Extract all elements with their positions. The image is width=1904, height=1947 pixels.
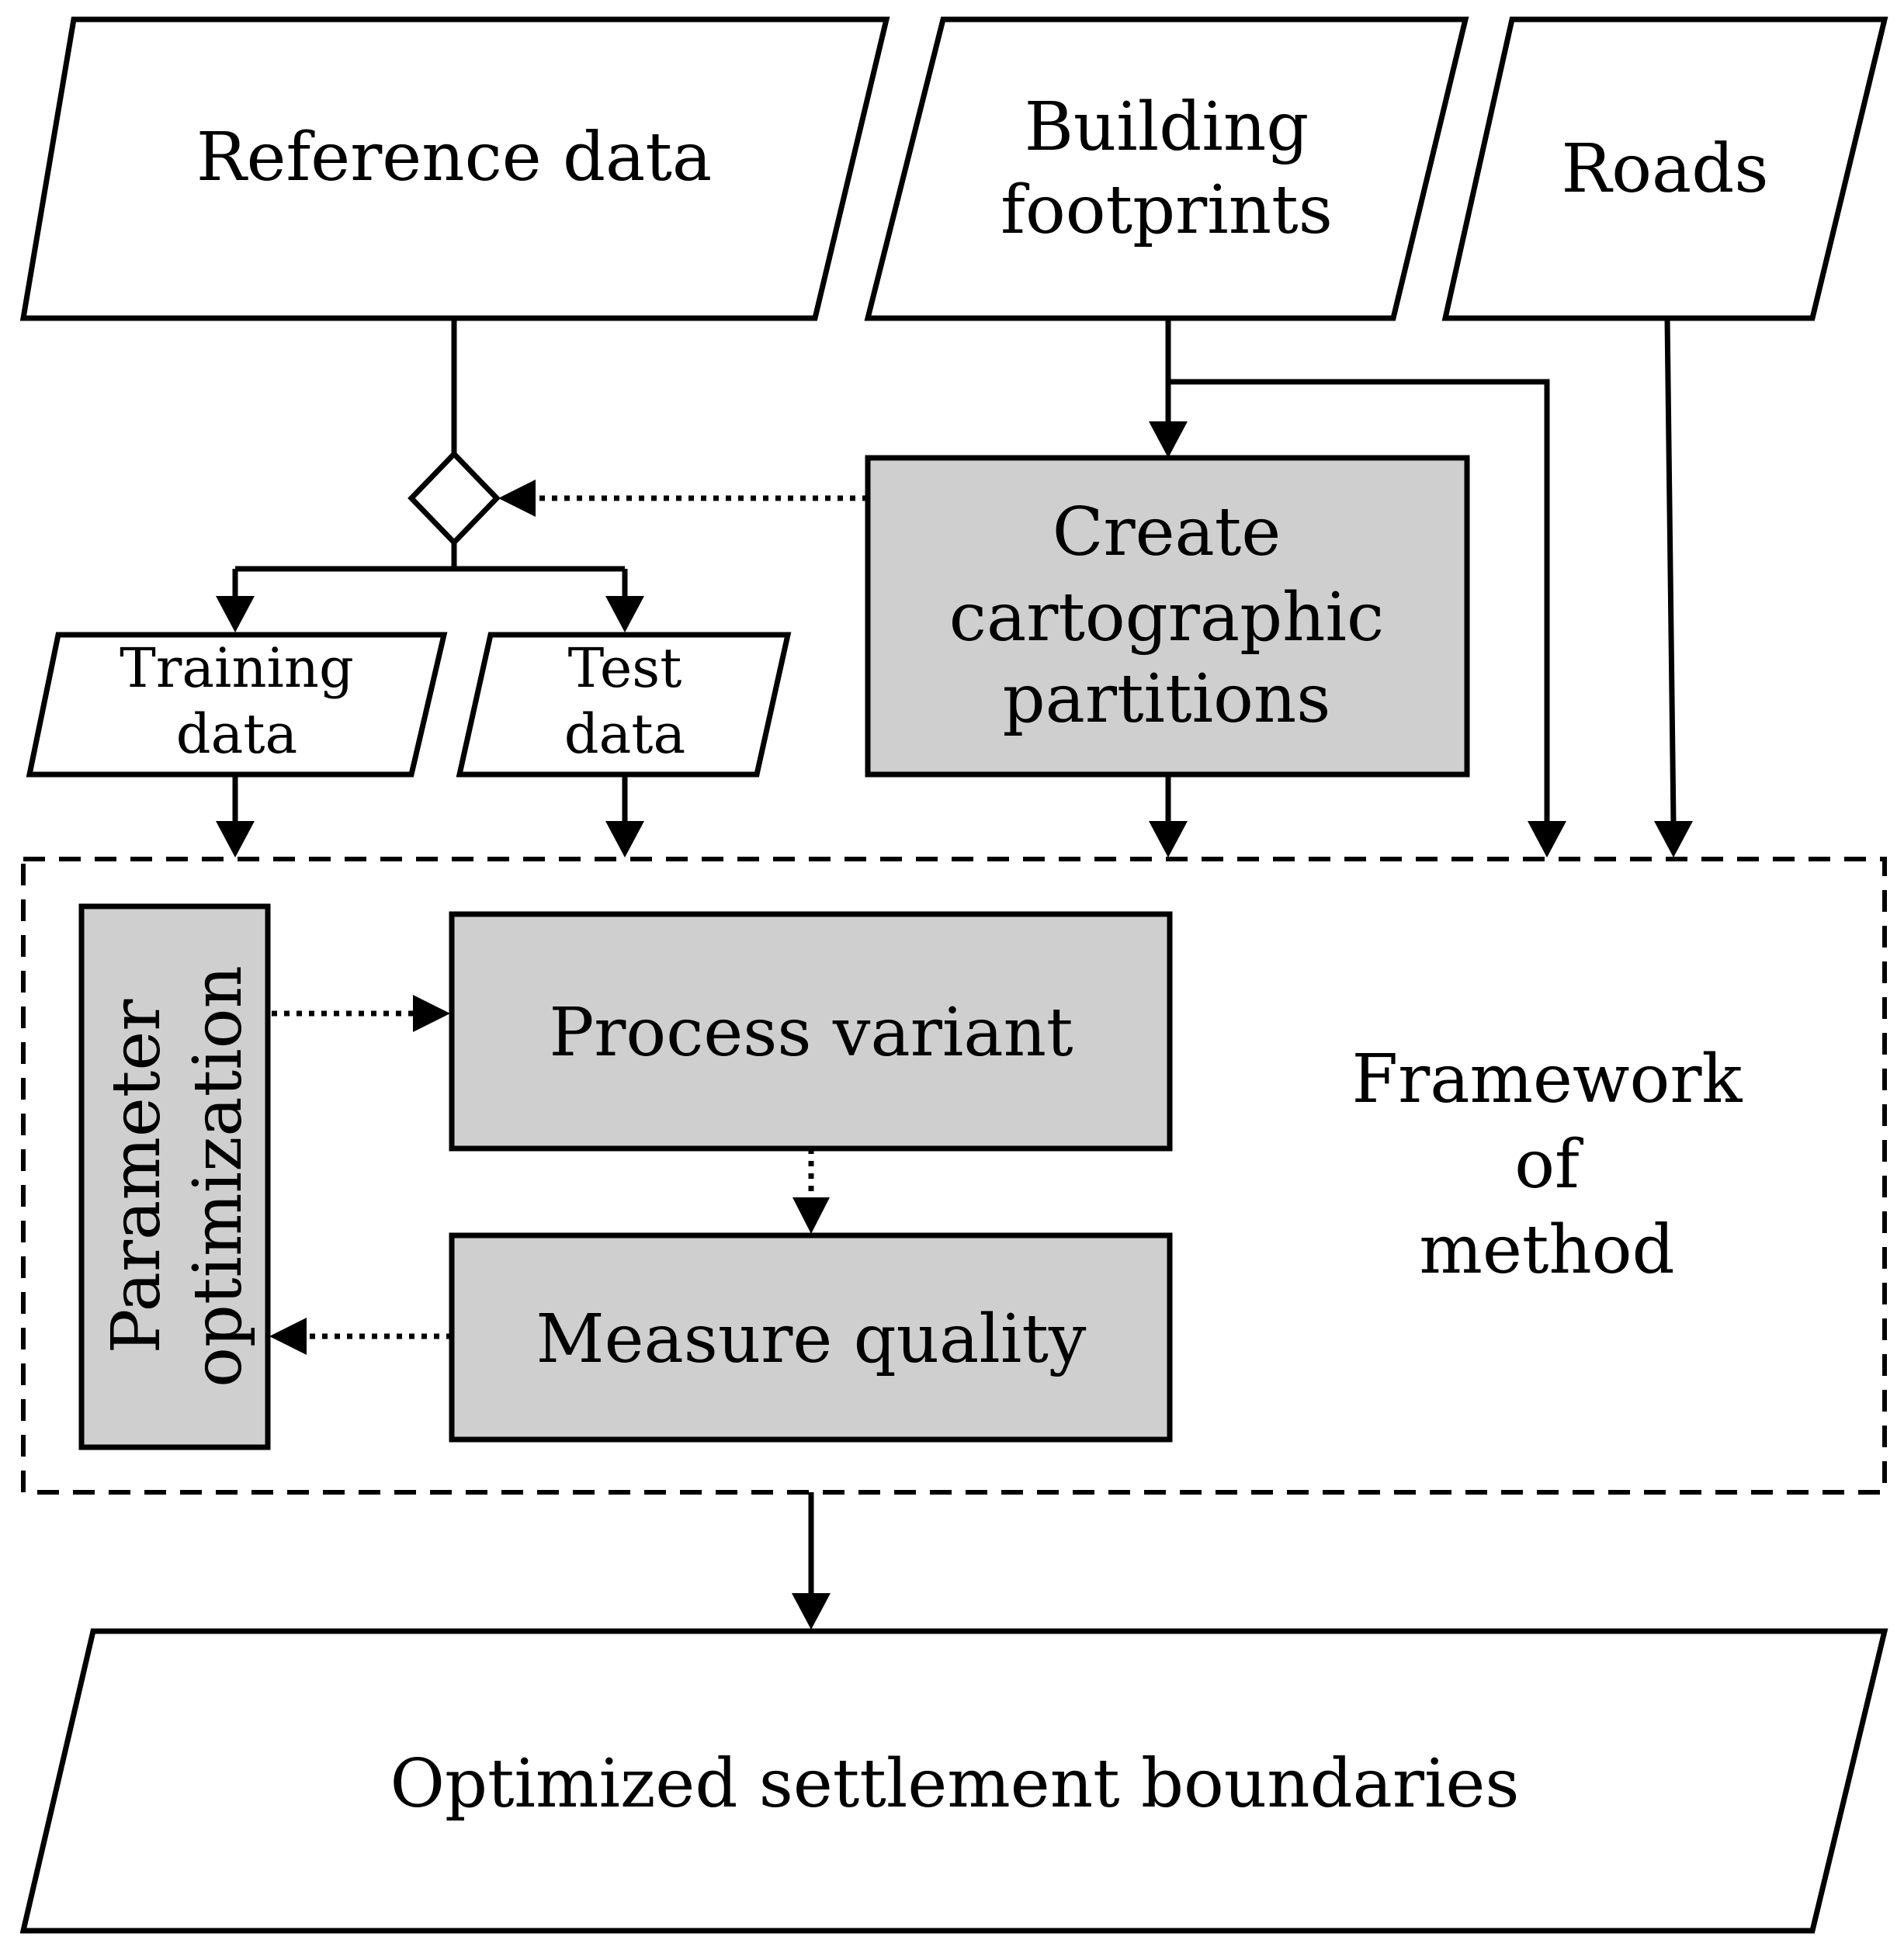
parameter-optimization-label-line2: optimization [179, 965, 257, 1387]
param-to-process-arrowhead [413, 995, 450, 1032]
test-data-node: Test data [456, 632, 792, 778]
measure-to-param-arrowhead [269, 1318, 307, 1355]
training-data-node: Training data [26, 632, 448, 778]
building-footprints-node: Building footprints [864, 16, 1469, 321]
roads-to-framework-line [1664, 317, 1677, 823]
training-data-label-line2: data [176, 702, 297, 766]
framework-label-line3: method [1419, 1211, 1674, 1289]
framework-label: Framework of method [1351, 1041, 1743, 1289]
partitions-to-decision-arrowhead [498, 480, 536, 517]
create-partitions-node: Create cartographic partitions [865, 455, 1470, 778]
building-to-partitions-arrowhead [1149, 421, 1188, 458]
test-data-label-line2: data [564, 702, 685, 766]
optimized-boundaries-label: Optimized settlement boundaries [390, 1745, 1519, 1823]
reference-data-node: Reference data [19, 16, 890, 321]
reference-data-label: Reference data [196, 119, 712, 196]
create-partitions-label-line3: partitions [1003, 660, 1331, 738]
process-variant-node: Process variant [449, 911, 1173, 1152]
building-footprints-label-line2: footprints [1001, 171, 1333, 249]
create-partitions-label-line2: cartographic [949, 579, 1384, 657]
roads-to-framework-arrowhead [1654, 821, 1693, 857]
process-to-measure-arrowhead [792, 1197, 830, 1234]
test-to-framework-arrowhead [605, 821, 644, 857]
framework-label-line1: Framework [1351, 1041, 1743, 1118]
building-footprints-label-line1: Building [1025, 88, 1309, 166]
partitions-to-framework-arrowhead [1149, 821, 1188, 857]
building-to-framework-arrowhead [1528, 821, 1566, 857]
create-partitions-label-line1: Create [1053, 494, 1281, 571]
building-to-framework-line [1168, 379, 1550, 823]
framework-to-output-arrowhead [792, 1593, 831, 1630]
measure-quality-label: Measure quality [536, 1301, 1087, 1378]
process-variant-label: Process variant [549, 994, 1073, 1072]
optimized-boundaries-node: Optimized settlement boundaries [19, 1628, 1888, 1934]
roads-label: Roads [1562, 130, 1769, 208]
to-training-arrowhead [216, 596, 255, 632]
parameter-optimization-node: Parameter optimization [78, 903, 271, 1450]
to-test-arrowhead [605, 596, 644, 632]
training-to-framework-arrowhead [216, 821, 255, 857]
framework-label-line2: of [1514, 1126, 1583, 1204]
parameter-optimization-label-line1: Parameter [98, 999, 175, 1354]
framework-container [21, 857, 1887, 1495]
roads-node: Roads [1441, 16, 1888, 321]
split-branch-lines [232, 542, 628, 598]
training-data-label-line1: Training [120, 636, 354, 700]
test-data-label-line1: Test [568, 636, 682, 700]
split-decision-diamond [408, 449, 501, 547]
measure-quality-node: Measure quality [449, 1232, 1173, 1443]
